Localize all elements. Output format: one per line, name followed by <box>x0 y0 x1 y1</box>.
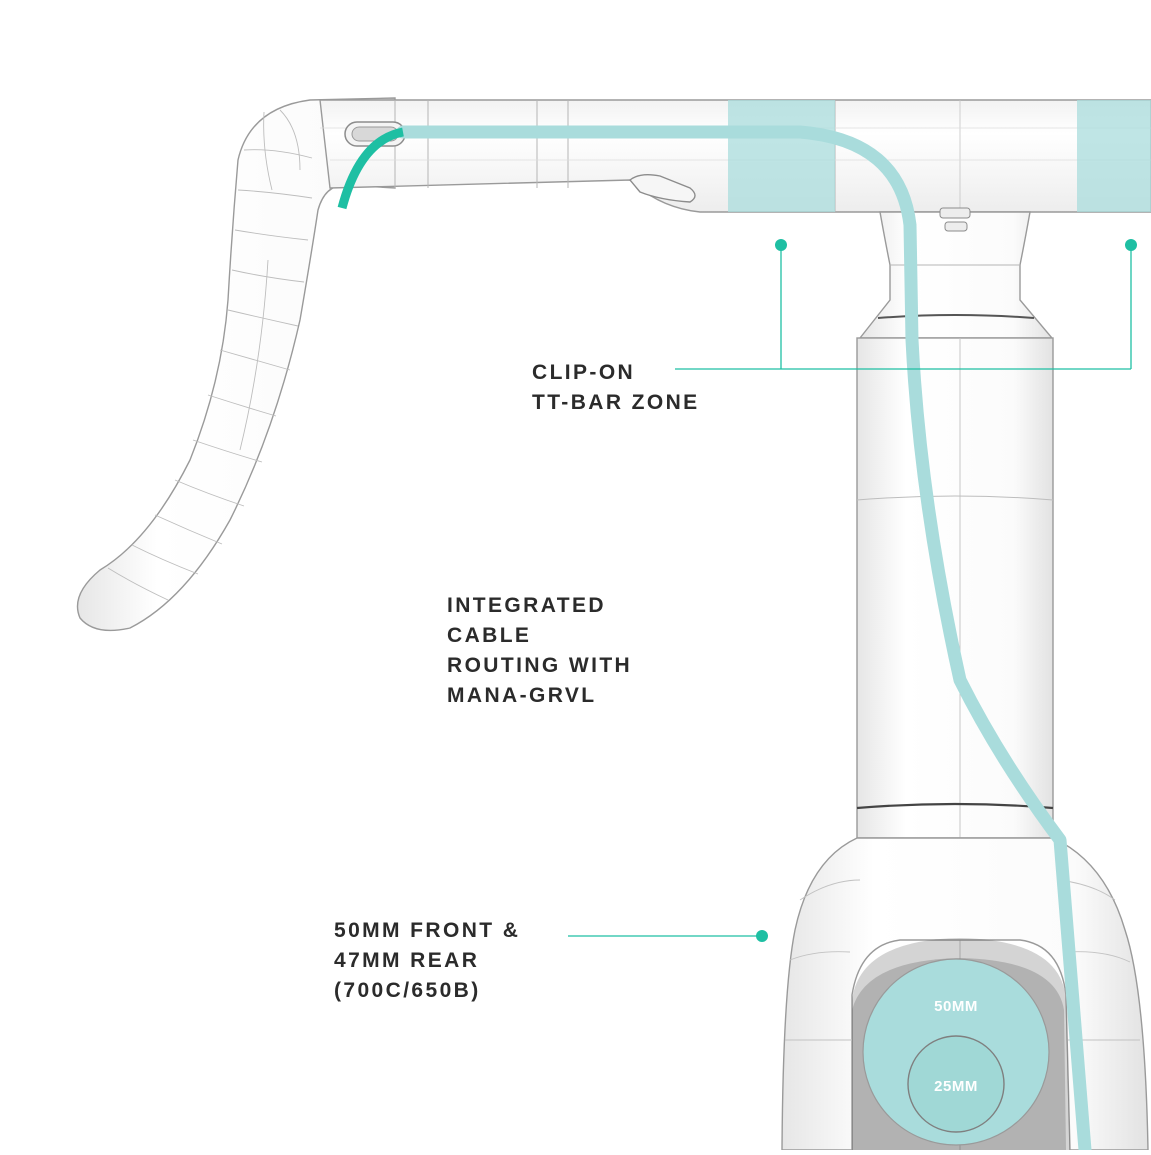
callout-line: MANA-GRVL <box>447 684 597 707</box>
tire-clearance-graphic: 50MM 25MM <box>862 958 1050 1146</box>
ttbar-leader-dot-right <box>1125 239 1137 251</box>
tire-25mm-circle <box>907 1035 1005 1133</box>
ttbar-zones <box>728 100 1151 212</box>
callout-line: INTEGRATED <box>447 594 606 617</box>
internal-cable-route <box>396 125 1092 1155</box>
ttbar-zone-right <box>1077 100 1151 212</box>
ttbar-zone-left <box>728 100 835 212</box>
callout-line: CLIP-ON <box>532 361 636 384</box>
bar-tape-wraps <box>107 109 313 601</box>
ttbar-leader-dot-left <box>775 239 787 251</box>
callout-ttbar-zone: CLIP-ON TT-BAR ZONE <box>532 358 700 418</box>
callout-line: ROUTING WITH <box>447 654 633 677</box>
tire-25mm-label: 25MM <box>934 1078 978 1095</box>
tire-leader-dot <box>756 930 768 942</box>
callout-line: (700C/650B) <box>334 979 481 1002</box>
callout-line: CABLE <box>447 624 532 647</box>
leader-lines <box>568 245 1132 937</box>
callout-line: TT-BAR ZONE <box>532 391 700 414</box>
stem-steerer <box>858 207 1054 339</box>
callout-tire-clearance: 50MM FRONT & 47MM REAR (700C/650B) <box>334 916 520 1006</box>
tire-50mm-label: 50MM <box>934 998 978 1015</box>
cable-entry <box>337 127 405 210</box>
callout-cable-routing: INTEGRATED CABLE ROUTING WITH MANA-GRVL <box>447 591 632 711</box>
callout-line: 50MM FRONT & <box>334 919 521 942</box>
callout-line: 47MM REAR <box>334 949 480 972</box>
shifter-pod <box>629 173 696 203</box>
handlebar-drop <box>76 97 396 632</box>
